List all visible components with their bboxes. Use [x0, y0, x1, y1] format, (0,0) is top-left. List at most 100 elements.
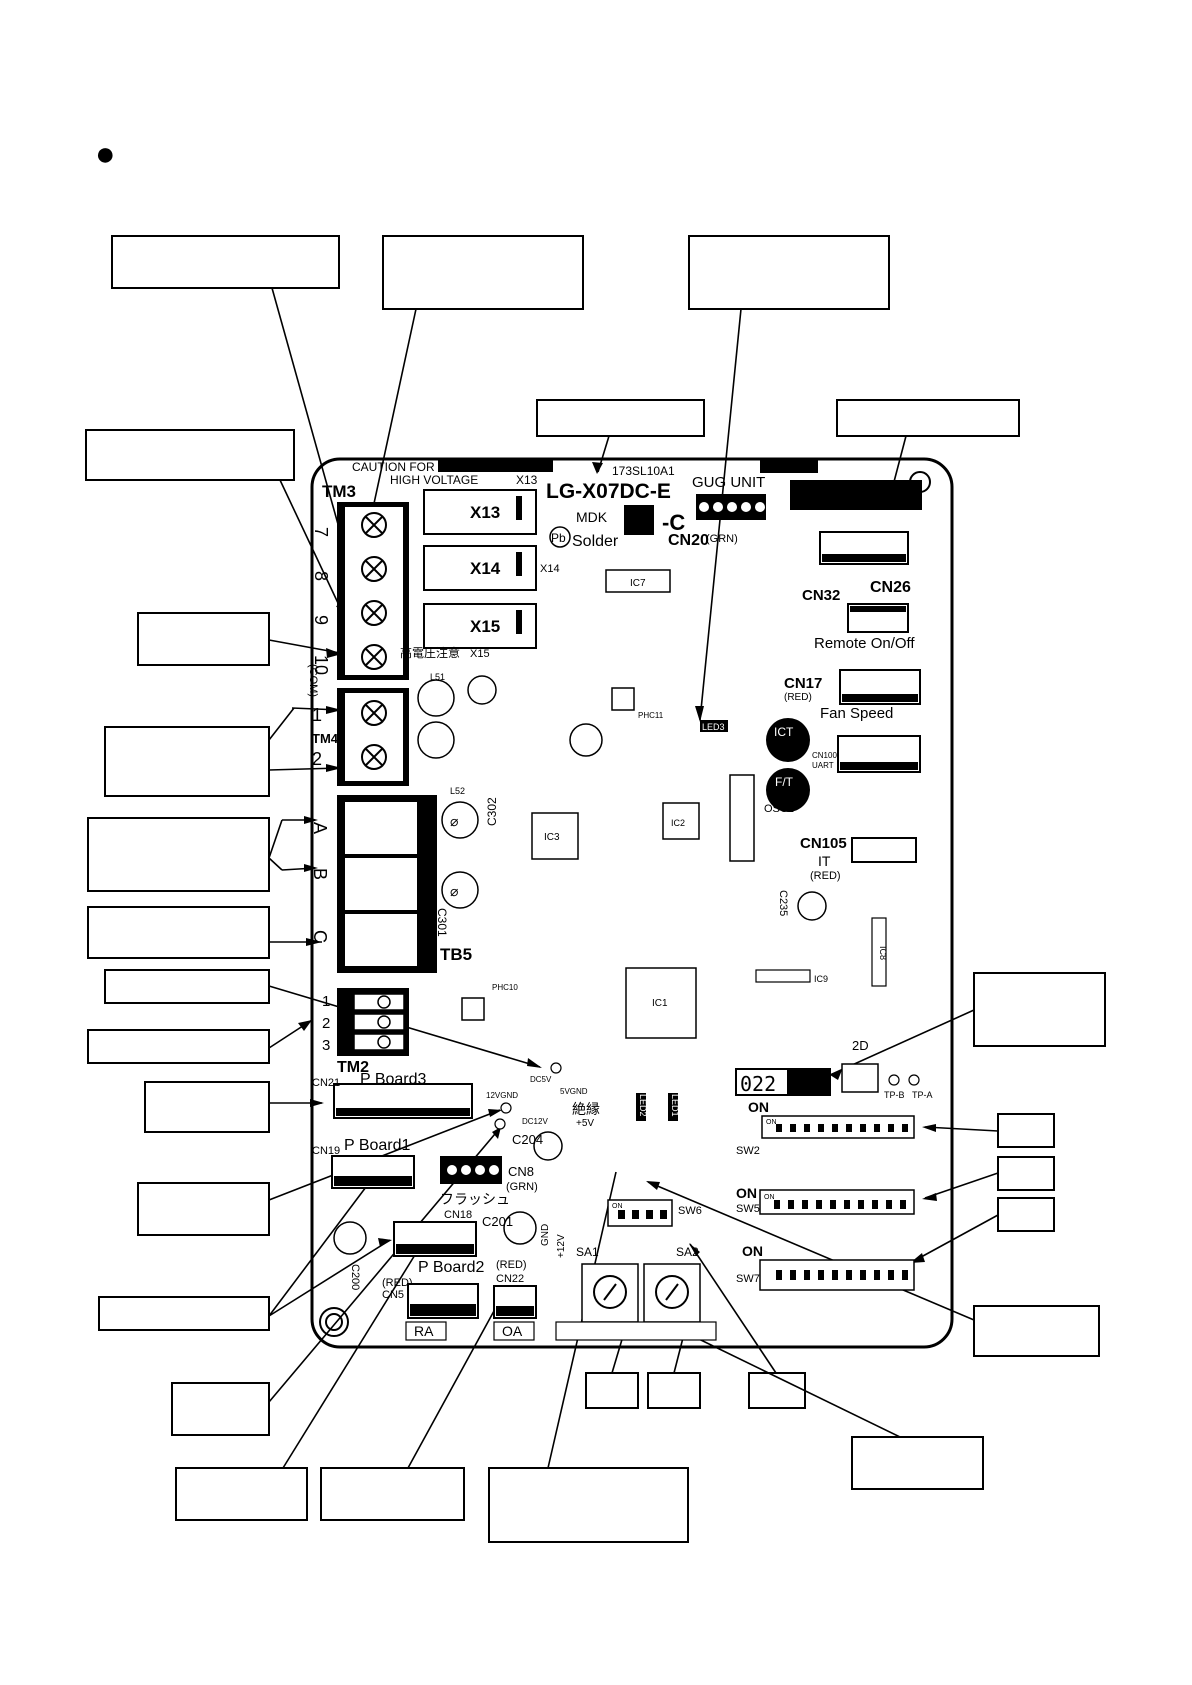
cn8: CN8 (GRN) フラッシュ: [440, 1156, 538, 1207]
svg-text:SA2: SA2: [676, 1245, 699, 1259]
sa2[interactable]: SA2: [643, 1245, 701, 1323]
svg-text:CN8: CN8: [508, 1164, 534, 1179]
svg-text:X14: X14: [540, 563, 560, 575]
cn5: P Board2 (RED) CN5 RA: [382, 1259, 485, 1341]
tb5-label: TB5: [440, 945, 472, 964]
svg-text:C201: C201: [482, 1214, 513, 1229]
svg-text:RA: RA: [414, 1323, 434, 1339]
callout-box-24: [973, 1305, 1100, 1357]
c501-cap: [569, 723, 603, 757]
tp-b-label: TP-B: [884, 1090, 905, 1100]
mount-hole-bl: [319, 1307, 349, 1337]
tp-a-label: TP-A: [912, 1090, 933, 1100]
two-d-label: 2D: [852, 1038, 869, 1053]
cn21: CN21 P Board3: [312, 1071, 473, 1119]
c204-cap: [533, 1131, 563, 1161]
svg-text:IC9: IC9: [814, 974, 828, 984]
solder-label: Solder: [572, 533, 619, 550]
svg-text:⌀: ⌀: [450, 813, 458, 829]
svg-text:CN19: CN19: [312, 1145, 340, 1157]
led1: [668, 1093, 678, 1121]
svg-text:LED3: LED3: [702, 722, 725, 732]
callout-boxes: [85, 235, 1106, 1543]
revision-code: -C: [662, 510, 685, 535]
tp-gnd: GND: [540, 1224, 551, 1246]
sw7[interactable]: ON SW7: [736, 1243, 915, 1291]
relay-x14-label: X14: [470, 559, 501, 578]
callout-box-3: [688, 235, 890, 310]
tp-12vgnd: 12VGND: [486, 1091, 518, 1100]
ic3-label: IC3: [544, 832, 560, 843]
relays: X13 X14 X14 X15 X15: [423, 489, 560, 660]
cn-top-right-block: [790, 480, 922, 510]
svg-text:ON: ON: [736, 1185, 757, 1201]
tm3-pin-9: 9: [311, 615, 331, 625]
sw5[interactable]: ON ON SW5: [736, 1185, 915, 1215]
svg-text:⌀: ⌀: [450, 883, 458, 899]
tm2-pin-3: 3: [322, 1037, 330, 1054]
svg-text:ON: ON: [612, 1203, 623, 1210]
tp-5vgnd: 5VGND: [560, 1087, 588, 1096]
svg-text:P Board1: P Board1: [344, 1137, 411, 1154]
code-box-value: 022: [740, 1072, 776, 1096]
svg-text:SW5: SW5: [736, 1203, 760, 1215]
callout-box-18: [320, 1467, 465, 1521]
cn105-desc: IT: [818, 853, 831, 869]
pcb-outline: [310, 457, 954, 1349]
sa1[interactable]: SA1: [576, 1245, 639, 1323]
ict-cap: [766, 718, 810, 762]
tm3-label: TM3: [322, 482, 356, 501]
svg-text:IC7: IC7: [630, 578, 646, 589]
l52-coil: [417, 721, 455, 759]
sw6[interactable]: ON ON SW6: [607, 1199, 702, 1227]
svg-text:PHC11: PHC11: [638, 711, 664, 720]
callout-box-16: [171, 1382, 270, 1436]
sw2[interactable]: ON ON SW2: [736, 1099, 915, 1157]
high-volt-jp: 高電圧注意: [400, 645, 460, 660]
svg-text:L51: L51: [430, 672, 445, 682]
svg-text:(GRN): (GRN): [506, 1181, 538, 1193]
cn20-title: GUG UNIT: [692, 474, 765, 491]
svg-text:Pb: Pb: [551, 531, 566, 545]
svg-text:SA1: SA1: [576, 1245, 599, 1259]
tm3-pin-8: 8: [311, 571, 331, 581]
tm3-pin-10: 10: [311, 655, 331, 675]
svg-text:(RED): (RED): [496, 1259, 527, 1271]
header-bullet: ●: [95, 135, 116, 173]
callout-box-26: [585, 1372, 639, 1409]
ict-label: ICT: [774, 725, 794, 739]
svg-text:ON: ON: [766, 1119, 777, 1126]
serial-code: 173SL10A1: [612, 464, 675, 478]
svg-text:SW6: SW6: [678, 1205, 702, 1217]
cn20-name: CN20: [668, 532, 709, 549]
tm2-pin-1: 1: [322, 993, 330, 1010]
tm2-pin-2: 2: [322, 1015, 330, 1032]
phc11: [611, 687, 635, 711]
tm3-com: (COM): [307, 664, 319, 697]
callout-box-9: [87, 817, 270, 892]
led2: [636, 1093, 646, 1121]
callout-box-21: [997, 1113, 1055, 1148]
svg-text:CN22: CN22: [496, 1273, 524, 1285]
caution-line1: CAUTION FOR: [352, 460, 435, 474]
maker-label: MDK: [576, 509, 608, 525]
cn105-body: [851, 837, 917, 863]
callout-box-4: [536, 399, 705, 437]
tm4-label: TM4: [312, 731, 339, 746]
relay-x15-label: X15: [470, 617, 500, 636]
relay-x13-label: X13: [470, 503, 500, 522]
callout-box-23: [997, 1197, 1055, 1232]
svg-text:C302: C302: [485, 797, 499, 826]
revision-marker: [624, 505, 654, 535]
callout-box-25: [851, 1436, 984, 1490]
callout-box-11: [104, 969, 270, 1004]
ft-label: F/T: [775, 775, 794, 789]
svg-text:P Board2: P Board2: [418, 1259, 485, 1276]
tm2-label: TM2: [337, 1059, 369, 1076]
tb5-pin-c: C: [310, 930, 330, 943]
callout-box-13: [144, 1081, 270, 1133]
osc2-body: [729, 774, 755, 862]
svg-text:LED2: LED2: [638, 1094, 648, 1117]
l51-coil: [417, 679, 455, 717]
